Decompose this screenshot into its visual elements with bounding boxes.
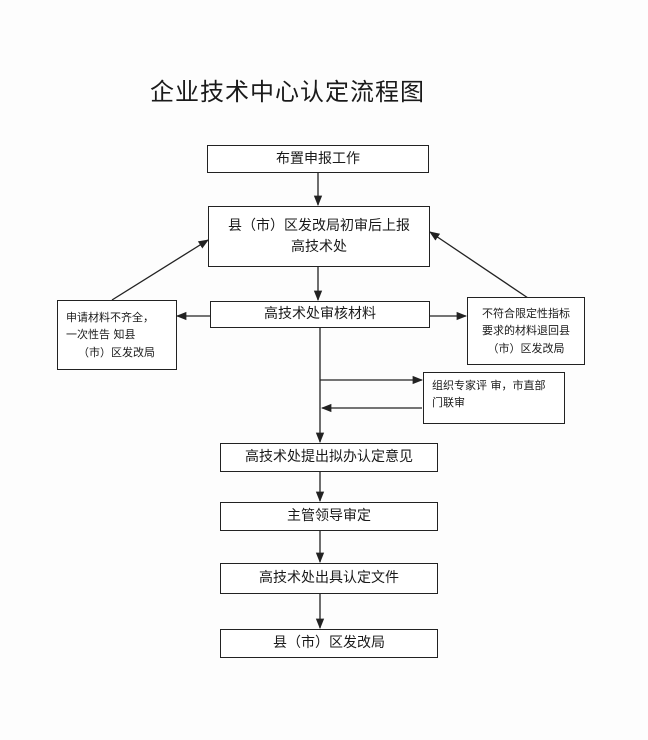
step-issue-document-label: 高技术处出具认定文件 xyxy=(259,570,399,587)
note-incomplete-materials: 申请材料不齐全， 一次性告 知县 （市）区发改局 xyxy=(57,300,177,370)
page-title: 企业技术中心认定流程图 xyxy=(150,78,425,106)
arrow-right-note-to-step2 xyxy=(429,231,529,299)
note-expert-review-line1: 组织专家评 审，市直部 xyxy=(432,379,546,392)
step-leader-approval: 主管领导审定 xyxy=(220,502,438,531)
note-expert-review: 组织专家评 审，市直部 门联审 xyxy=(423,372,565,424)
note-returned-materials-line1: 不符合限定性指标 xyxy=(482,307,570,321)
step-county-preliminary-review-line2: 高技术处 xyxy=(291,238,347,255)
step-county-preliminary-review-line1: 县（市）区发改局初审后上报 xyxy=(228,218,410,235)
note-incomplete-materials-line1: 申请材料不齐全， xyxy=(66,311,154,325)
note-expert-review-line2: 门联审 xyxy=(432,396,465,410)
note-incomplete-materials-line2: 一次性告 知县 xyxy=(66,328,136,342)
step-county-bureau: 县（市）区发改局 xyxy=(220,629,438,658)
step-review-materials-label: 高技术处审核材料 xyxy=(264,306,376,323)
step-deploy-application-label: 布置申报工作 xyxy=(276,150,360,167)
step-review-materials: 高技术处审核材料 xyxy=(210,301,430,328)
step-county-preliminary-review: 县（市）区发改局初审后上报 高技术处 xyxy=(208,206,430,267)
step-deploy-application: 布置申报工作 xyxy=(207,145,429,173)
arrow-left-note-to-step2 xyxy=(111,239,209,301)
step-issue-document: 高技术处出具认定文件 xyxy=(220,563,438,594)
step-propose-opinion-label: 高技术处提出拟办认定意见 xyxy=(245,449,413,466)
step-propose-opinion: 高技术处提出拟办认定意见 xyxy=(220,443,438,472)
step-leader-approval-label: 主管领导审定 xyxy=(287,508,371,525)
note-returned-materials: 不符合限定性指标 要求的材料退回县 （市）区发改局 xyxy=(467,297,585,365)
step-county-bureau-label: 县（市）区发改局 xyxy=(273,635,385,652)
note-incomplete-materials-line3: （市）区发改局 xyxy=(78,345,155,359)
note-returned-materials-line3: （市）区发改局 xyxy=(487,341,565,355)
note-returned-materials-line2: 要求的材料退回县 xyxy=(482,324,570,338)
